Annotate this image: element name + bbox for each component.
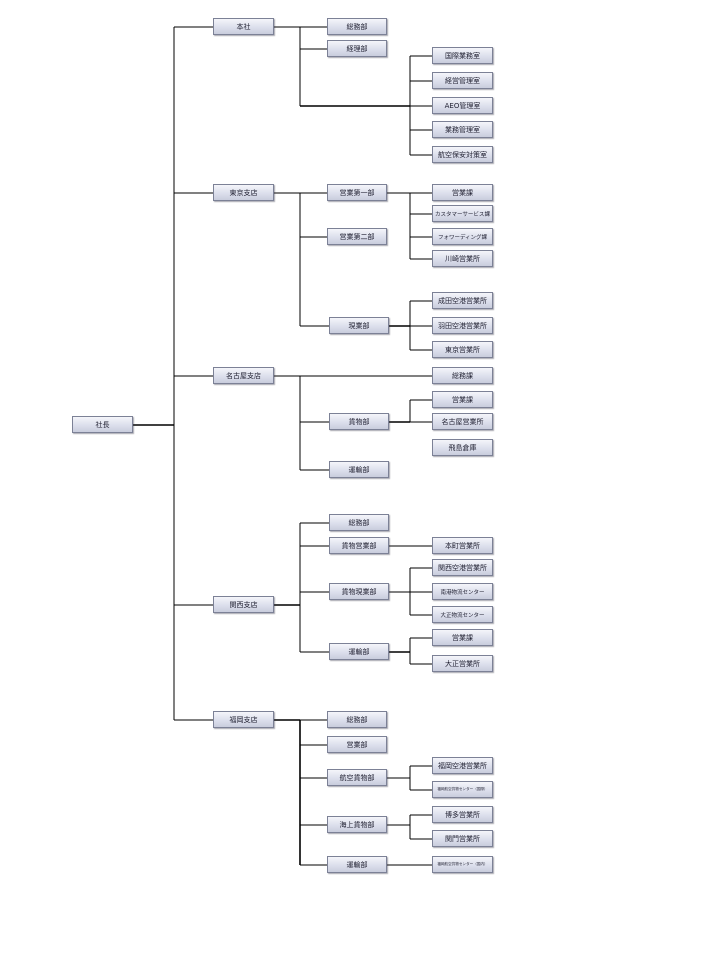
node-nagoya-tobishima: 飛島倉庫 [432, 439, 493, 456]
node-kansai-soumu: 総務部 [329, 514, 389, 531]
node-president: 社長 [72, 416, 133, 433]
node-kansai-kamotsu-eigyo: 貨物営業部 [329, 537, 389, 554]
node-kansai-kix: 関西空港営業所 [432, 559, 493, 576]
node-fukuoka-eigyo: 営業部 [327, 736, 387, 753]
node-fukuoka: 福岡支店 [213, 711, 274, 728]
node-kansai-eigyoka: 営業課 [432, 629, 493, 646]
node-honsha-kokusai: 国際業務室 [432, 47, 493, 64]
node-tokyo-eigyo2: 営業第二部 [327, 228, 387, 245]
node-kansai-taisho-center: 大正物流センター [432, 606, 493, 623]
node-tokyo-customer: カスタマーサービス課 [432, 205, 493, 222]
node-honsha-aeo: AEO管理室 [432, 97, 493, 114]
node-tokyo-narita: 成田空港営業所 [432, 292, 493, 309]
node-nagoya-nagoya-eigyo: 名古屋営業所 [432, 413, 493, 430]
node-fukuoka-soumu: 総務部 [327, 711, 387, 728]
node-nagoya: 名古屋支店 [213, 367, 274, 384]
node-kansai-nanko: 南港物流センター [432, 583, 493, 600]
node-tokyo-eigyoka: 営業課 [432, 184, 493, 201]
node-kansai: 関西支店 [213, 596, 274, 613]
node-tokyo: 東京支店 [213, 184, 274, 201]
node-tokyo-forwarding: フォワーディング課 [432, 228, 493, 245]
node-honsha-gyomu: 業務管理室 [432, 121, 493, 138]
node-tokyo-kawasaki: 川崎営業所 [432, 250, 493, 267]
node-kansai-kamotsu-genba: 貨物現業部 [329, 583, 389, 600]
node-nagoya-unyu: 運輸部 [329, 461, 389, 478]
node-tokyo-genba: 現業部 [329, 317, 389, 334]
node-honsha: 本社 [213, 18, 274, 35]
node-nagoya-eigyoka: 営業課 [432, 391, 493, 408]
node-nagoya-soumuka: 総務課 [432, 367, 493, 384]
node-fukuoka-unyu: 運輸部 [327, 856, 387, 873]
node-honsha-keiri: 経理部 [327, 40, 387, 57]
node-fukuoka-center-b: 福岡航空貨物センター（国内） [432, 856, 493, 873]
node-nagoya-kamotsu: 貨物部 [329, 413, 389, 430]
node-fukuoka-koku-kamotsu: 航空貨物部 [327, 769, 387, 786]
node-tokyo-tokyo-eigyo: 東京営業所 [432, 341, 493, 358]
node-fukuoka-airport: 福岡空港営業所 [432, 757, 493, 774]
node-fukuoka-kaijo-kamotsu: 海上貨物部 [327, 816, 387, 833]
node-honsha-keiei: 経営管理室 [432, 72, 493, 89]
node-kansai-unyu: 運輸部 [329, 643, 389, 660]
node-honsha-koku-hoan: 航空保安対策室 [432, 146, 493, 163]
node-fukuoka-moji: 関門営業所 [432, 830, 493, 847]
node-fukuoka-center-a: 福岡航空貨物センター（国際） [432, 781, 493, 798]
node-kansai-honmachi: 本町営業所 [432, 537, 493, 554]
node-tokyo-haneda: 羽田空港営業所 [432, 317, 493, 334]
node-tokyo-eigyo1: 営業第一部 [327, 184, 387, 201]
node-fukuoka-hakata: 博多営業所 [432, 806, 493, 823]
node-kansai-taisho-eigyo: 大正営業所 [432, 655, 493, 672]
node-honsha-soumu: 総務部 [327, 18, 387, 35]
